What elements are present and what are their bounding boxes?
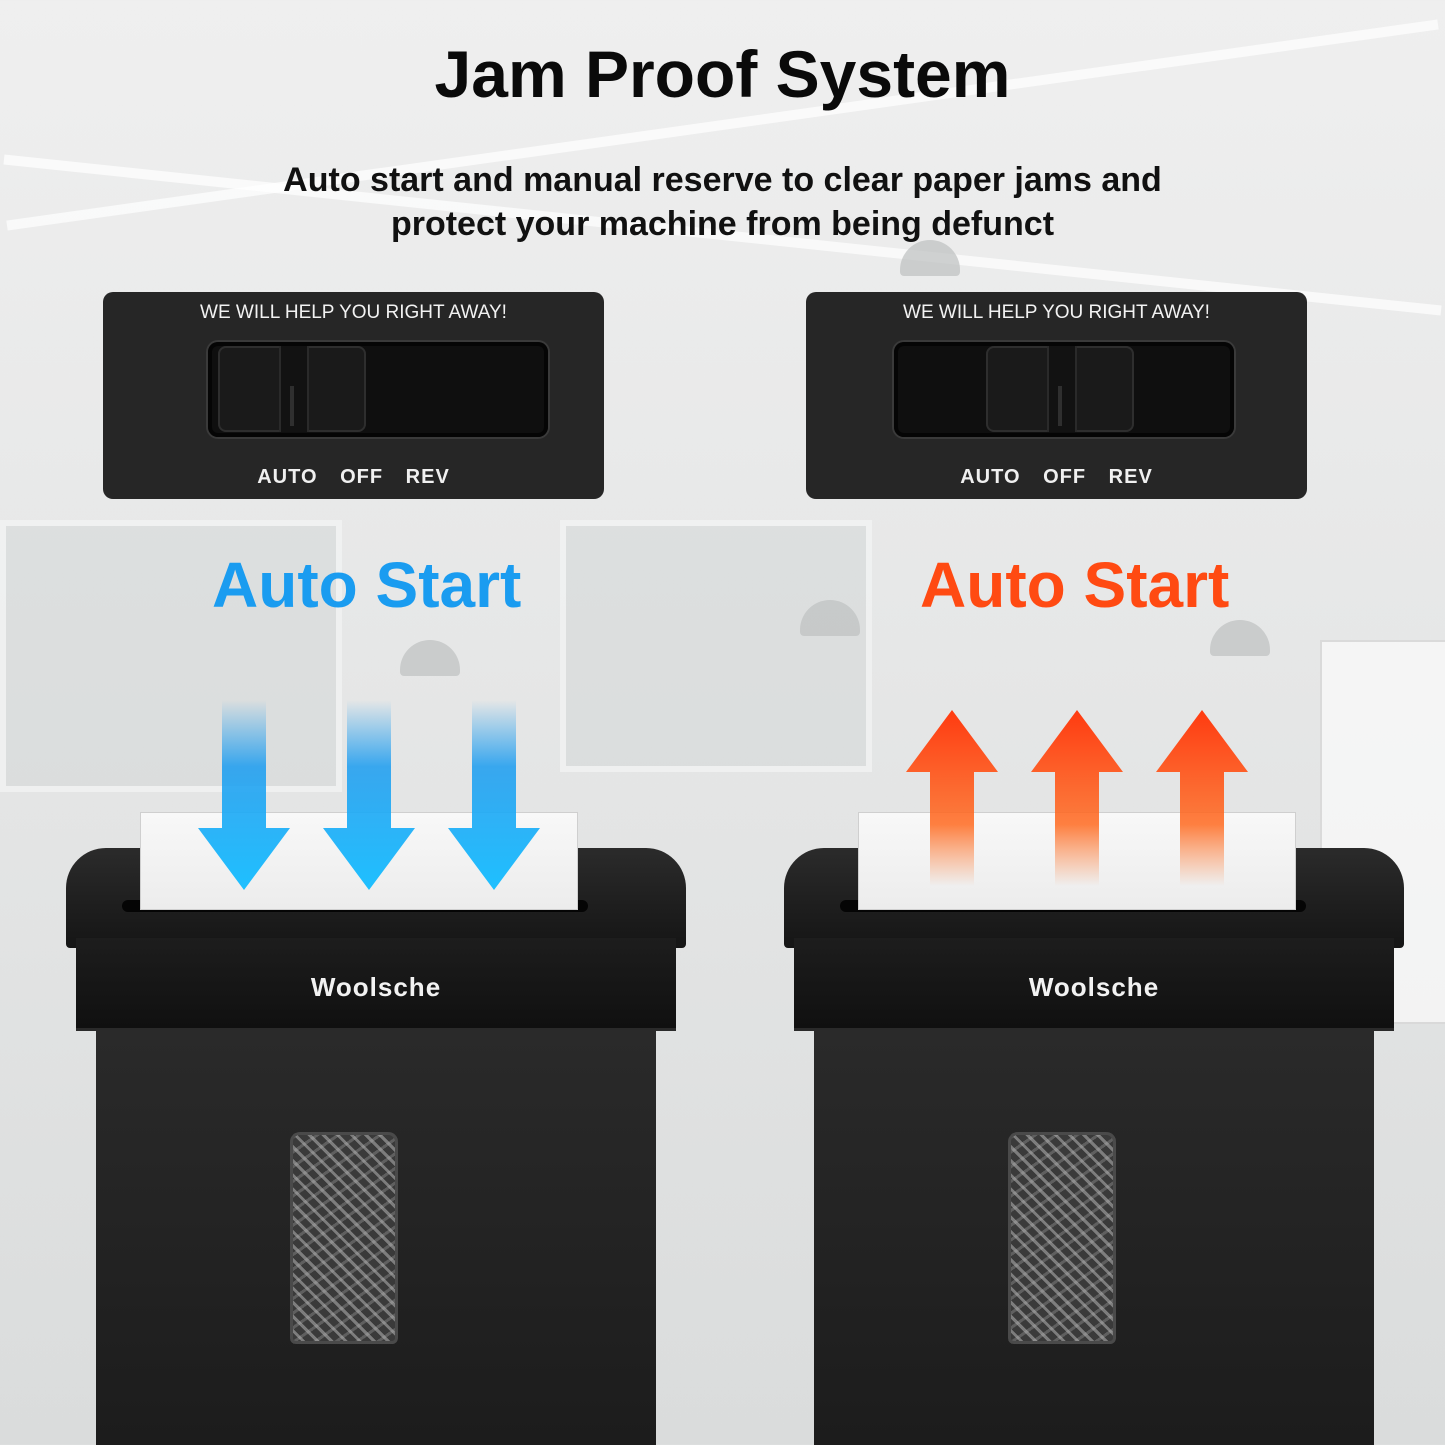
brand-logo: Woolsche [310, 972, 442, 1002]
mode-labels: AUTO OFF REV [806, 466, 1307, 489]
arrow-down-icon [198, 700, 290, 890]
subtitle-line-2: protect your machine from being defunct [390, 205, 1055, 243]
shredder-head [794, 938, 1394, 1031]
mode-labels: AUTO OFF REV [103, 466, 604, 489]
feed-arrows [198, 700, 540, 890]
arrow-down-icon [448, 700, 540, 890]
bin-window [290, 1132, 398, 1344]
mode-switch-track[interactable] [208, 342, 548, 437]
bin-window [1008, 1132, 1116, 1344]
switch-panel-right: WE WILL HELP YOU RIGHT AWAY! AUTO OFF RE… [806, 292, 1307, 499]
shredder-head [76, 938, 676, 1031]
mode-switch-knob[interactable] [218, 346, 366, 432]
mode-rev-label: REV [1108, 466, 1153, 488]
mode-off-label: OFF [1043, 466, 1087, 488]
arrow-up-icon [1031, 710, 1123, 886]
subtitle-line-1: Auto start and manual reserve to clear p… [283, 161, 1162, 199]
reverse-arrows [906, 710, 1248, 886]
arrow-up-icon [1156, 710, 1248, 886]
subtitle: Auto start and manual reserve to clear p… [200, 158, 1245, 246]
panel-warning-text: WE WILL HELP YOU RIGHT AWAY! [200, 302, 507, 323]
arrow-down-icon [323, 700, 415, 890]
mode-auto-label: AUTO [960, 466, 1021, 488]
mode-auto-label: AUTO [257, 466, 318, 488]
page-title: Jam Proof System [434, 37, 1011, 111]
left-mode-label: Auto Start [212, 549, 522, 621]
brand-logo: Woolsche [1028, 972, 1160, 1002]
switch-panel-left: WE WILL HELP YOU RIGHT AWAY! AUTO OFF RE… [103, 292, 604, 499]
mode-switch-track[interactable] [894, 342, 1234, 437]
right-mode-label: Auto Start [920, 549, 1230, 621]
shredder-left: Woolsche [66, 812, 686, 1445]
mode-off-label: OFF [340, 466, 384, 488]
shredder-right: Woolsche [784, 812, 1404, 1445]
arrow-up-icon [906, 710, 998, 886]
panel-warning-text: WE WILL HELP YOU RIGHT AWAY! [903, 302, 1210, 323]
mode-switch-knob[interactable] [986, 346, 1134, 432]
mode-rev-label: REV [405, 466, 450, 488]
